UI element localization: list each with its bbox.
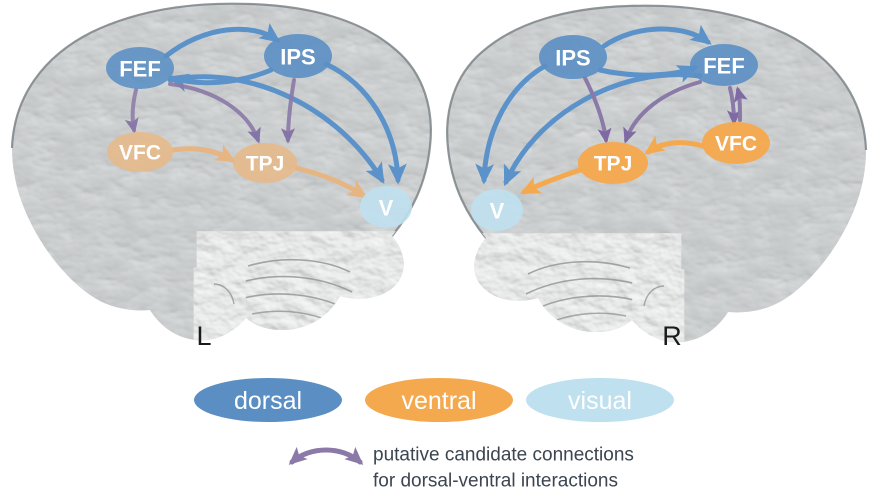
legend-item-ventral[interactable]: ventral (365, 378, 513, 422)
legend-item-dorsal[interactable]: dorsal (194, 378, 342, 422)
arc-tpj-to-v-right (520, 167, 583, 195)
right-connections (475, 24, 748, 195)
left-nodes: FEF IPS VFC TPJ V (106, 34, 412, 228)
arc-fef-to-ips-left (163, 22, 281, 59)
arc-fef-to-vfc-left (124, 88, 139, 134)
node-fef-right[interactable]: FEF (690, 44, 758, 86)
legend-label-ventral: ventral (401, 387, 476, 415)
node-label-vfc-right: VFC (715, 133, 757, 156)
hemisphere-label-right: R (662, 321, 682, 351)
arc-vfc-to-tpj-path-right (644, 135, 706, 155)
node-label-tpj-right: TPJ (594, 153, 633, 176)
node-tpj-left[interactable]: TPJ (233, 143, 297, 183)
legend-label-dorsal: dorsal (234, 387, 302, 415)
arc-fef-to-tpj-left (168, 82, 261, 144)
node-label-ips-left: IPS (280, 45, 315, 70)
arc-vfc-to-fef-right (733, 86, 748, 122)
arc-ips-to-tpj-right (583, 76, 612, 144)
node-tpj-right[interactable]: TPJ (578, 142, 648, 184)
node-fef-left[interactable]: FEF (106, 47, 174, 89)
arc-vfc-to-tpj-left (170, 144, 236, 163)
arc-ips-to-v-left (323, 61, 407, 185)
node-v-right[interactable]: V (471, 189, 523, 231)
arc-tpj-to-v-left (293, 165, 368, 199)
node-label-ips-right: IPS (555, 46, 590, 71)
left-hemisphere: L (10, 2, 432, 351)
node-label-fef-left: FEF (119, 57, 161, 82)
arc-fef-to-v-right (503, 72, 703, 187)
caption-line-2: for dorsal-ventral interactions (373, 471, 618, 492)
right-hemisphere: R (446, 4, 868, 351)
caption-row: putative candidate connections for dorsa… (288, 445, 634, 492)
arc-vfc-to-tpj-right (623, 80, 702, 144)
caption-line-1: putative candidate connections (373, 445, 634, 466)
arc-fef-to-vfc-right (726, 86, 742, 126)
arc-ips-to-fef-right (601, 24, 712, 49)
node-label-vfc-left: VFC (119, 142, 161, 165)
right-nodes: IPS FEF TPJ VFC V (471, 35, 770, 231)
node-ips-right[interactable]: IPS (539, 35, 607, 79)
node-vfc-right[interactable]: VFC (702, 122, 770, 164)
node-label-v-right: V (490, 199, 505, 224)
hemisphere-label-left: L (196, 321, 211, 351)
node-vfc-left[interactable]: VFC (107, 132, 173, 172)
node-ips-left[interactable]: IPS (264, 34, 332, 78)
legend: dorsal ventral visual (194, 378, 674, 422)
node-label-tpj-left: TPJ (246, 153, 285, 176)
arc-ips-to-tpj-left (280, 78, 296, 144)
legend-item-visual[interactable]: visual (526, 378, 674, 422)
node-v-left[interactable]: V (360, 186, 412, 228)
node-label-v-left: V (379, 196, 394, 221)
arc-ips-to-v-right (475, 63, 548, 185)
legend-label-visual: visual (568, 387, 632, 415)
left-connections (124, 22, 407, 199)
node-label-fef-right: FEF (703, 54, 745, 79)
bidirectional-arc-icon (288, 446, 364, 465)
